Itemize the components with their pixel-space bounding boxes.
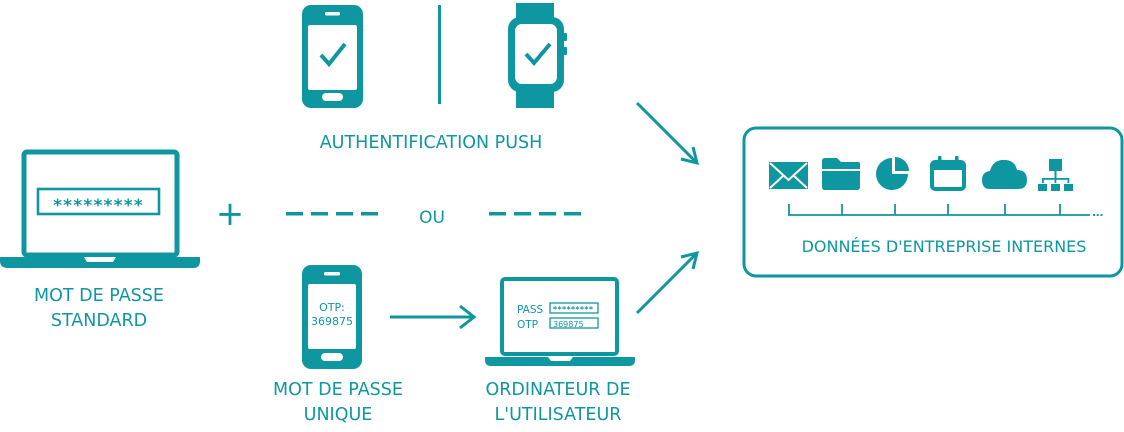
push-divider <box>438 5 441 104</box>
separator-right <box>489 212 581 216</box>
pass-field-label: PASS <box>517 304 544 316</box>
pie-chart-icon <box>876 157 909 190</box>
push-auth-label: AUTHENTIFICATION PUSH <box>320 133 543 153</box>
network-icon <box>1038 159 1073 191</box>
mail-icon <box>769 162 808 189</box>
otp-field-label: OTP <box>517 319 538 331</box>
otp-field-value: 369875 <box>553 320 584 329</box>
folder-icon <box>822 158 860 190</box>
arrow-down-right-icon <box>635 101 700 166</box>
otp-screen-label: OTP: <box>319 301 345 314</box>
smartphone-otp-icon: OTP: 369875 <box>302 265 362 369</box>
separator-left <box>286 212 378 216</box>
calendar-icon <box>930 156 966 191</box>
otp-label-line1: MOT DE PASSE <box>273 380 403 400</box>
more-indicator: ... <box>1092 206 1103 219</box>
arrow-right-icon <box>390 304 477 330</box>
enterprise-data-panel: ... DONNÉES D'ENTREPRISE INTERNES <box>742 126 1124 278</box>
standard-password-label-line2: STANDARD <box>51 311 147 331</box>
arrow-up-right-icon <box>635 250 700 315</box>
enterprise-data-label: DONNÉES D'ENTREPRISE INTERNES <box>802 237 1087 256</box>
user-computer-label-line2: L'UTILISATEUR <box>495 405 622 425</box>
standard-password-label-line1: MOT DE PASSE <box>34 286 164 306</box>
plus-symbol: + <box>216 194 245 234</box>
smartphone-check-icon <box>302 5 363 108</box>
masked-password-text: ********* <box>53 196 144 216</box>
laptop-login-icon: PASS ********* OTP 369875 <box>485 277 635 366</box>
cloud-icon <box>982 159 1027 189</box>
data-timeline: ... <box>788 204 1104 219</box>
smartwatch-check-icon <box>508 3 567 108</box>
otp-label-line2: UNIQUE <box>304 405 373 425</box>
laptop-password-icon: ********* <box>0 149 200 268</box>
separator-text: OU <box>419 208 445 228</box>
user-computer-label-line1: ORDINATEUR DE <box>485 380 630 400</box>
pass-field-value: ********* <box>553 305 594 314</box>
otp-screen-code: 369875 <box>311 315 353 328</box>
